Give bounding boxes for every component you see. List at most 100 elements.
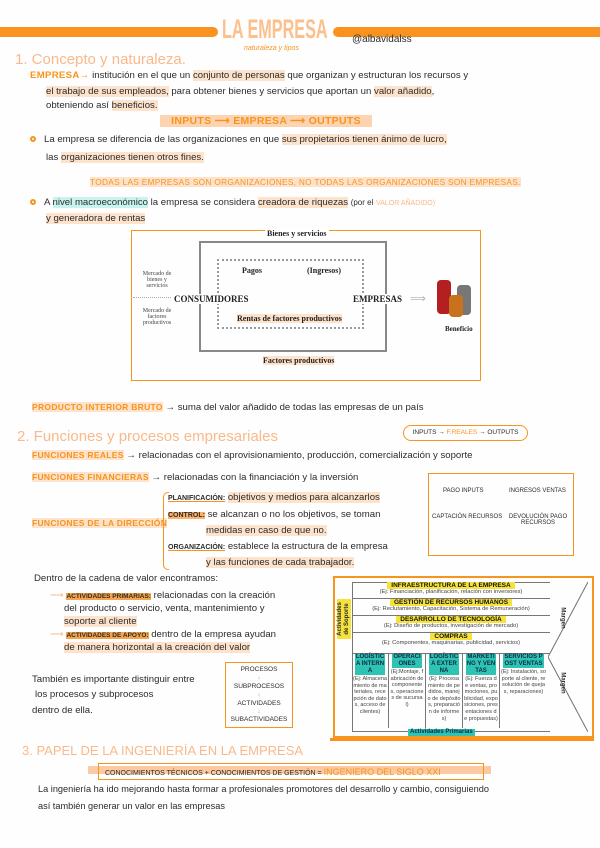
row-desc: (Ej: Reclutamiento, Capacitación, Sistem… xyxy=(372,606,530,612)
empresa-def-3: obteniendo así beneficios. xyxy=(46,100,158,111)
text: creadora de riquezas xyxy=(257,197,349,208)
control: CONTROL: se alcanzan o no los objetivos,… xyxy=(168,509,380,520)
text: → suma del valor añadido de todas las em… xyxy=(165,402,424,413)
text: dentro de la empresa ayudan xyxy=(151,629,277,640)
primary-col: LOGÍSTICA EXTERNA(Ej: Procesamiento de p… xyxy=(426,654,463,728)
text: se alcanzan o no los objetivos, se toman xyxy=(207,509,381,520)
text: VALOR AÑADIDO) xyxy=(376,200,436,207)
label: PLANIFICACIÓN: xyxy=(168,495,226,502)
section-3-title: 3. PAPEL DE LA INGENIERÍA EN LA EMPRESA xyxy=(22,743,304,758)
label: ACTIVIDADES DE APOYO: xyxy=(66,632,149,639)
label: FUNCIONES FINANCIERAS xyxy=(32,472,149,482)
col-title: LOGÍSTICA INTERNA xyxy=(355,654,385,675)
text: que organizan y estructuran los recursos… xyxy=(287,70,469,81)
col-desc: (Ej: Almacenamiento de materiales, recep… xyxy=(353,676,387,715)
factores-label: Factores productivos xyxy=(263,356,335,365)
hierarchy-item: SUBACTIVIDADES xyxy=(230,716,288,724)
col-title: MARKETING Y VENTAS xyxy=(466,654,496,675)
text: A xyxy=(44,197,50,208)
label: ACTIVIDADES PRIMARIAS: xyxy=(66,593,151,600)
apoyo: ⟶ ACTIVIDADES DE APOYO: dentro de la emp… xyxy=(50,629,277,640)
value-chain-box xyxy=(333,576,594,738)
pagos-label: Pagos xyxy=(242,266,262,275)
support-row: DESARROLLO DE TECNOLOGÍA(Ej: Diseño de p… xyxy=(352,616,550,633)
chain-arrow xyxy=(548,582,588,732)
page-title: LA EMPRESA xyxy=(222,14,328,44)
apoyo-2: de manera horizontal a la creación del v… xyxy=(64,642,251,653)
col-desc: (Ej: Procesamiento de pedidos, manejo de… xyxy=(427,676,461,722)
text: el trabajo de sus empleados, xyxy=(46,86,169,97)
text: objetivos y medios para alcanzarlos xyxy=(227,492,380,503)
primarias: ⟶ ACTIVIDADES PRIMARIAS: relacionadas co… xyxy=(50,590,276,601)
text: institución en el que un xyxy=(92,70,191,81)
row-title: INFRAESTRUCTURA DE LA EMPRESA xyxy=(387,582,515,589)
consumidores-label: CONSUMIDORES xyxy=(174,294,249,304)
primarias-label: Actividades Primarias xyxy=(408,729,475,736)
primary-col: SERVICIOS POST VENTAS(Ej: Instalación, s… xyxy=(500,654,547,728)
text: → relacionadas con el aprovisionamiento,… xyxy=(126,450,473,461)
formula-band xyxy=(88,766,491,774)
organizacion: ORGANIZACIÓN: establece la estructura de… xyxy=(168,541,388,552)
funciones-financieras: FUNCIONES FINANCIERAS → relacionadas con… xyxy=(32,472,358,483)
brace xyxy=(163,492,169,570)
diagram-top-label: Bienes y servicios xyxy=(265,229,329,238)
funciones-reales: FUNCIONES REALES → relacionadas con el a… xyxy=(32,450,472,461)
text: nivel macroeconómico xyxy=(52,197,148,208)
mercado-bienes-label: Mercado de bienes y servicios xyxy=(142,271,172,289)
ingenieria-text-2: así también generar un valor en las empr… xyxy=(38,801,225,811)
row-title: GESTIÓN DE RECURSOS HUMANOS xyxy=(389,599,513,606)
pib-label: PRODUCTO INTERIOR BRUTO xyxy=(32,402,163,412)
text: establece la estructura de la empresa xyxy=(227,541,388,552)
pib-line: PRODUCTO INTERIOR BRUTO → suma del valor… xyxy=(32,402,424,413)
rentas-label: Rentas de factores productivos xyxy=(237,314,342,323)
text: sus propietarios tienen ánimo de lucro, xyxy=(281,134,447,145)
primary-col: OPERACIONES(Ej:Montaje, fabricación de c… xyxy=(389,654,426,728)
margen-label: Margen xyxy=(559,607,566,629)
cycle-box: PAGO INPUTS INGRESOS VENTAS CAPTACIÓN RE… xyxy=(428,473,574,556)
empresas-label: EMPRESAS xyxy=(353,294,403,304)
col-title: OPERACIONES xyxy=(392,654,422,668)
formula-result: INGENIERO DEL SIGLO XXI xyxy=(323,767,441,777)
text: valor añadido xyxy=(374,86,432,97)
col-title: SERVICIOS POST VENTAS xyxy=(503,654,544,668)
soporte-label: Actividades de Soporte xyxy=(337,599,351,639)
bullet-2-2: y generadora de rentas xyxy=(46,213,146,224)
hierarchy-item: ACTIVIDADES xyxy=(237,699,281,707)
support-row: COMPRAS(Ej: Componentes, maquinarias, pu… xyxy=(352,633,550,654)
bullet-1-2: las organizaciones tienen otros fines. xyxy=(46,152,204,163)
text: beneficios. xyxy=(111,100,158,111)
todas-statement: TODAS LAS EMPRESAS SON ORGANIZACIONES, N… xyxy=(90,177,521,187)
organizacion-2: y las funciones de cada trabajador. xyxy=(206,557,355,568)
formula-box: CONOCIMIENTOS TÉCNICOS + CONOCIMIENTOS D… xyxy=(98,763,484,780)
empresa-def-2: el trabajo de sus empleados, para obtene… xyxy=(46,86,435,97)
page-subtitle: naturaleza y tipos xyxy=(244,45,299,52)
control-2: medidas en caso de que no. xyxy=(206,525,327,536)
text: → OUTPUTS xyxy=(479,429,519,436)
planificacion: PLANIFICACIÓN: objetivos y medios para a… xyxy=(168,492,380,503)
text: la empresa se considera xyxy=(150,197,256,208)
bullet-2: A nivel macroeconómico la empresa se con… xyxy=(30,197,435,208)
funciones-direccion-label: FUNCIONES DE LA DIRECCIÓN xyxy=(32,518,168,528)
inputs-freales-box: INPUTS → F.REALES → OUTPUTS xyxy=(403,425,528,441)
text: INPUTS → xyxy=(412,429,445,436)
empresa-def: EMPRESA→ institución en el que un conjun… xyxy=(30,70,468,81)
ingenieria-text-1: La ingeniería ha ido mejorando hasta for… xyxy=(38,784,489,794)
margen-label: Margen xyxy=(559,672,566,694)
hierarchy-item: SUBPROCESOS xyxy=(233,682,285,690)
text: para obtener bienes y servicios que apor… xyxy=(171,86,372,97)
text: organizaciones tienen otros fines. xyxy=(60,152,204,163)
primary-col: LOGÍSTICA INTERNA(Ej: Almacenamiento de … xyxy=(352,654,389,728)
header-bar-left xyxy=(0,27,218,37)
beneficio-label: Beneficio xyxy=(445,325,473,333)
divider-line xyxy=(330,738,594,741)
primarias-3: soporte al cliente xyxy=(64,616,137,627)
row-desc: (Ej: Financiación, planificación, relaci… xyxy=(379,589,523,595)
row-desc: (Ej: Diseño de productos, investigación … xyxy=(383,623,519,629)
hierarchy-box: PROCESOS↓ SUBPROCESOS↓ ACTIVIDADES↓ SUBA… xyxy=(225,662,293,728)
label: FUNCIONES REALES xyxy=(32,450,124,460)
bullet-icon xyxy=(30,199,36,205)
procesos-text-2: los procesos y subprocesos xyxy=(35,689,154,700)
row-title: COMPRAS xyxy=(430,633,472,640)
inputs-flow: INPUTS ⟶ EMPRESA ⟶ OUTPUTS xyxy=(160,115,372,127)
hierarchy-item: PROCESOS xyxy=(240,666,278,673)
